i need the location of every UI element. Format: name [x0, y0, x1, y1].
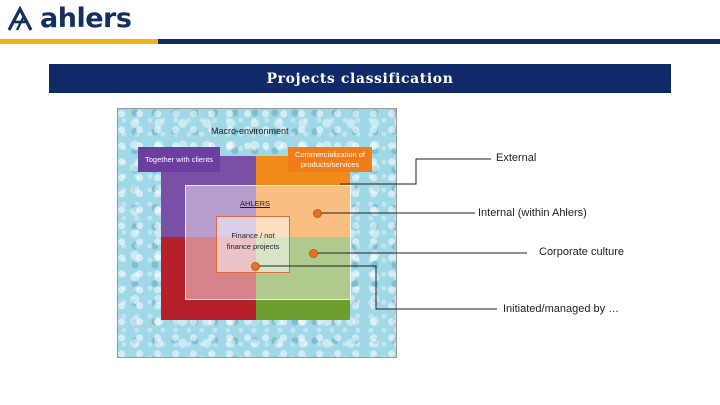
callout-internal: Internal (within Ahlers) [478, 207, 587, 219]
tag-together-with-clients: Together with clients [138, 147, 220, 172]
tag-commercialization: Commercialization of products/services [288, 147, 372, 172]
slide-title: Projects classification [266, 70, 454, 87]
header-gold-stripe [0, 39, 158, 44]
finance-label: Finance / not finance projects [226, 231, 280, 251]
connector-initiated [256, 265, 497, 310]
ahlers-logo-icon [7, 6, 33, 31]
company-logo: ahlers [6, 3, 132, 34]
callout-initiated: Initiated/managed by … [503, 303, 620, 315]
callout-culture: Corporate culture [539, 246, 624, 258]
connector-external [340, 158, 491, 185]
macro-environment-label: Macro-environment [211, 126, 289, 136]
header-navy-stripe [158, 39, 720, 44]
title-bar: Projects classification [49, 64, 671, 93]
marker-culture [309, 249, 318, 258]
logo-text: ahlers [40, 3, 132, 34]
marker-internal [313, 209, 322, 218]
ahlers-label: AHLERS [240, 199, 271, 208]
marker-initiated [251, 262, 260, 271]
callout-external: External [496, 152, 537, 164]
